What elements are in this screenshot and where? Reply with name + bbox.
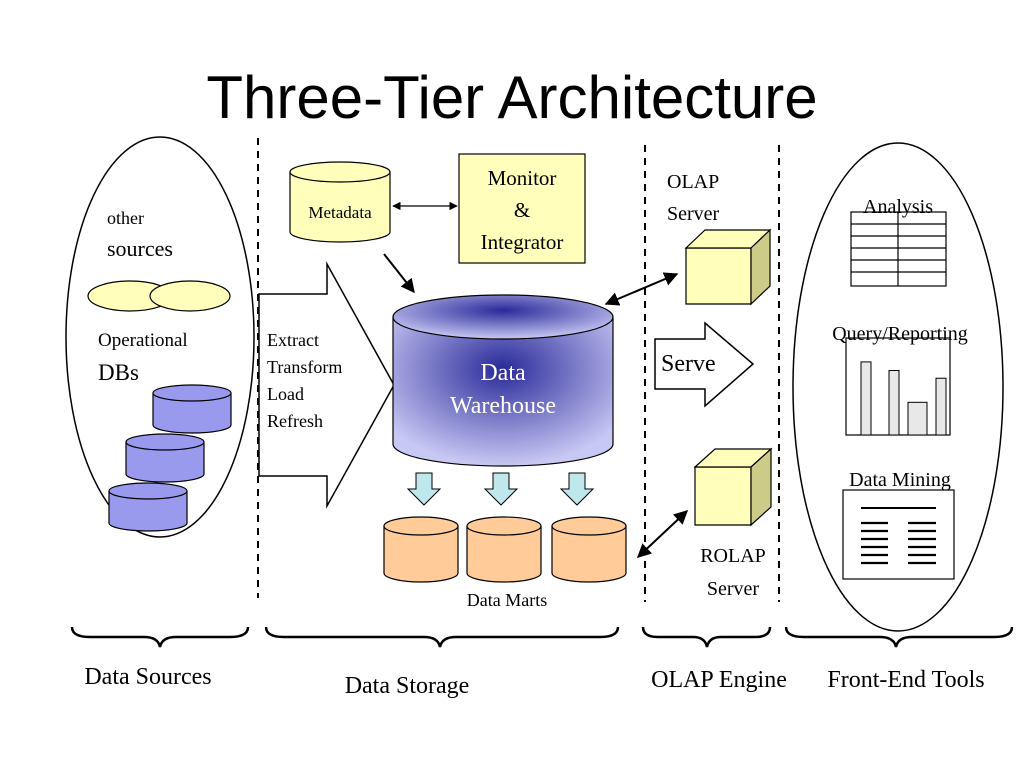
data-mart-db-icon-3 [551,516,627,583]
other-sources-label-line1: other [107,208,144,228]
etl-label-load: Load [267,384,304,404]
warehouse-olap-arrow [604,272,679,306]
operational-dbs-label-line2: DBs [98,360,139,385]
brace-data-sources [70,626,250,648]
front-end-tools-ellipse [792,142,1004,632]
tier-label-olap-engine: OLAP Engine [651,667,787,693]
query-chart-bar-3 [907,401,928,436]
down-arrow-icon-1 [406,472,442,506]
warehouse-label-line1: Data [480,360,526,386]
query-chart-bar-4 [935,377,947,436]
data-mining-label: Data Mining [849,469,951,491]
olap-server-label-line1: OLAP [667,171,719,193]
operational-db-icon-1 [152,384,232,434]
metadata-db-icon [289,161,391,243]
data-mining-document-icon [842,489,955,580]
tier-label-data-sources: Data Sources [84,664,211,690]
page-title: Three-Tier Architecture [206,64,817,131]
olap-server-cube-icon [684,228,772,306]
other-source-oval-2 [149,280,231,312]
operational-db-icon-3 [108,482,188,532]
monitor-label-line1: Monitor [488,166,557,190]
serve-label: Serve [661,351,716,377]
rolap-server-label-line1: ROLAP [700,545,766,567]
operational-dbs-label-line1: Operational [98,330,188,351]
brace-front-end-tools [784,626,1014,648]
rolap-server-label-line2: Server [707,578,760,600]
tier-label-data-storage: Data Storage [345,673,470,699]
etl-label-refresh: Refresh [267,411,323,431]
operational-db-icon-2 [125,433,205,483]
down-arrow-icon-3 [559,472,595,506]
etl-label-transform: Transform [267,357,342,377]
query-chart-bar-2 [888,370,900,436]
monitor-label-line2: & [514,198,530,222]
metadata-warehouse-arrow [383,253,415,294]
data-mart-db-icon-1 [383,516,459,583]
query-chart-bar-1 [860,361,872,436]
query-reporting-chart-icon [845,337,951,436]
other-sources-label-line2: sources [107,236,173,261]
query-reporting-label: Query/Reporting [832,323,968,345]
data-marts-label: Data Marts [467,590,547,610]
etl-label-extract: Extract [267,330,319,350]
data-mart-db-icon-2 [466,516,542,583]
monitor-label-line3: Integrator [481,230,564,254]
brace-olap-engine [641,626,772,648]
monitor-integrator-box [458,153,586,264]
data-warehouse-db-icon [392,294,614,467]
etl-arrow [258,261,395,509]
serve-arrow [654,321,755,408]
olap-server-label-line2: Server [667,203,720,225]
data-sources-ellipse [65,136,255,538]
rolap-server-cube-icon [693,447,773,527]
marts-rolap-arrow [636,510,689,558]
analysis-label: Analysis [863,196,933,218]
tier-label-front-end-tools: Front-End Tools [827,667,984,693]
metadata-label: Metadata [308,203,372,222]
down-arrow-icon-2 [483,472,519,506]
analysis-table-icon [850,211,947,287]
warehouse-label-line2: Warehouse [450,393,556,419]
brace-data-storage [264,626,620,648]
